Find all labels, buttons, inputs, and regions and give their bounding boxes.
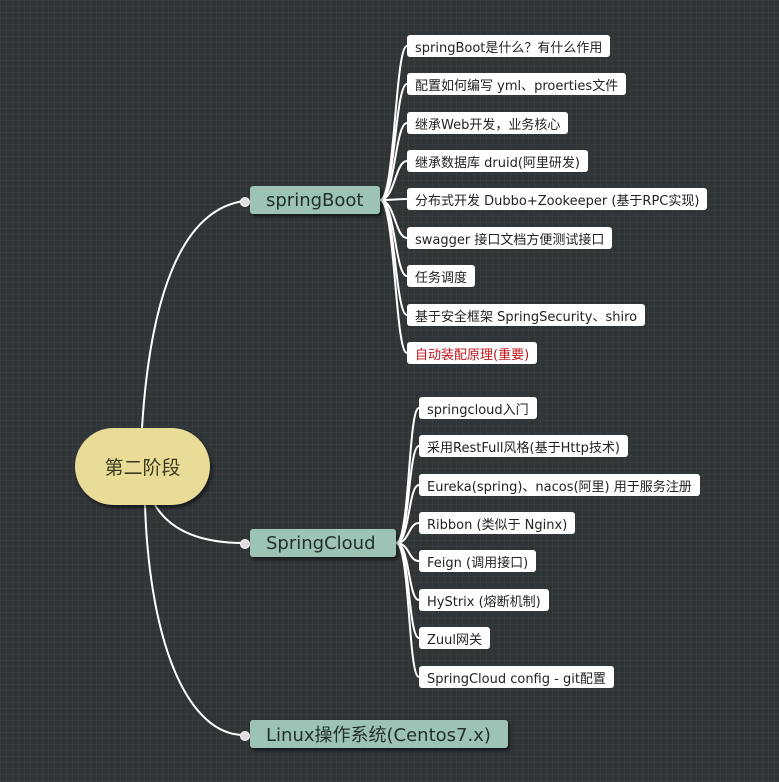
leaf-label: 采用RestFull风格(基于Http技术) — [427, 440, 620, 456]
leaf-label: 配置如何编写 yml、proerties文件 — [415, 78, 619, 94]
connector-line — [379, 198, 408, 201]
leaf-node[interactable]: Ribbon (类似于 Nginx) — [419, 512, 576, 534]
leaf-node[interactable]: 采用RestFull风格(基于Http技术) — [419, 435, 628, 457]
root-label: 第二阶段 — [104, 457, 181, 479]
leaf-node[interactable]: Feign (调用接口) — [419, 550, 537, 572]
connector-line — [379, 83, 408, 201]
collapse-handle-springcloud[interactable] — [240, 539, 250, 549]
leaf-label: SpringCloud config - git配置 — [427, 671, 606, 687]
leaf-label: 任务调度 — [415, 270, 468, 286]
branch-linux[interactable]: Linux操作系统(Centos7.x) — [250, 720, 508, 748]
branch-label: springBoot — [266, 189, 364, 211]
leaf-node[interactable]: SpringCloud config - git配置 — [419, 666, 614, 688]
leaf-label: swagger 接口文档方便测试接口 — [415, 232, 605, 248]
leaf-label: Eureka(spring)、nacos(阿里) 用于服务注册 — [427, 479, 692, 495]
leaf-label: HyStrix (熔断机制) — [427, 594, 541, 610]
leaf-label: 自动装配原理(重要) — [415, 347, 530, 363]
leaf-node[interactable]: 配置如何编写 yml、proerties文件 — [407, 73, 627, 95]
leaf-node[interactable]: swagger 接口文档方便测试接口 — [407, 227, 613, 249]
connector-line — [379, 199, 408, 354]
connector-line — [379, 122, 408, 201]
connector-line — [141, 200, 245, 429]
branch-label: SpringCloud — [266, 532, 376, 554]
connector-line — [379, 160, 408, 201]
leaf-label: 基于安全框架 SpringSecurity、shiro — [415, 309, 638, 325]
leaf-label: Zuul网关 — [427, 632, 482, 648]
connector-line — [395, 542, 420, 678]
leaf-node[interactable]: 自动装配原理(重要) — [407, 342, 538, 364]
leaf-node[interactable]: 基于安全框架 SpringSecurity、shiro — [407, 304, 646, 326]
leaf-label: Feign (调用接口) — [427, 555, 529, 571]
leaf-node[interactable]: HyStrix (熔断机制) — [419, 589, 549, 611]
leaf-label: 继承Web开发，业务核心 — [415, 117, 561, 133]
leaf-node[interactable]: Eureka(spring)、nacos(阿里) 用于服务注册 — [419, 474, 700, 496]
leaf-node[interactable]: springcloud入门 — [419, 397, 537, 419]
branch-springcloud[interactable]: SpringCloud — [250, 529, 396, 557]
leaf-label: Ribbon (类似于 Nginx) — [427, 517, 568, 533]
leaf-label: springcloud入门 — [427, 402, 529, 418]
collapse-handle-linux[interactable] — [240, 731, 250, 741]
branch-label: Linux操作系统(Centos7.x) — [266, 725, 491, 746]
leaf-label: 继承数据库 druid(阿里研发) — [415, 155, 580, 171]
connector-line — [379, 45, 408, 201]
leaf-node[interactable]: 继承数据库 druid(阿里研发) — [407, 150, 588, 172]
leaf-label: springBoot是什么？有什么作用 — [415, 40, 603, 56]
root-node[interactable]: 第二阶段 — [75, 428, 210, 505]
connector-line — [154, 504, 245, 544]
leaf-node[interactable]: 分布式开发 Dubbo+Zookeeper (基于RPC实现) — [407, 188, 708, 210]
leaf-node[interactable]: springBoot是什么？有什么作用 — [407, 35, 611, 57]
leaf-node[interactable]: 继承Web开发，业务核心 — [407, 112, 569, 134]
leaf-label: 分布式开发 Dubbo+Zookeeper (基于RPC实现) — [415, 193, 700, 209]
connector-line — [144, 504, 245, 736]
connector-line — [395, 445, 420, 544]
leaf-node[interactable]: 任务调度 — [407, 265, 476, 287]
collapse-handle-springboot[interactable] — [240, 197, 250, 207]
branch-springboot[interactable]: springBoot — [250, 186, 380, 214]
leaf-node[interactable]: Zuul网关 — [419, 627, 490, 649]
